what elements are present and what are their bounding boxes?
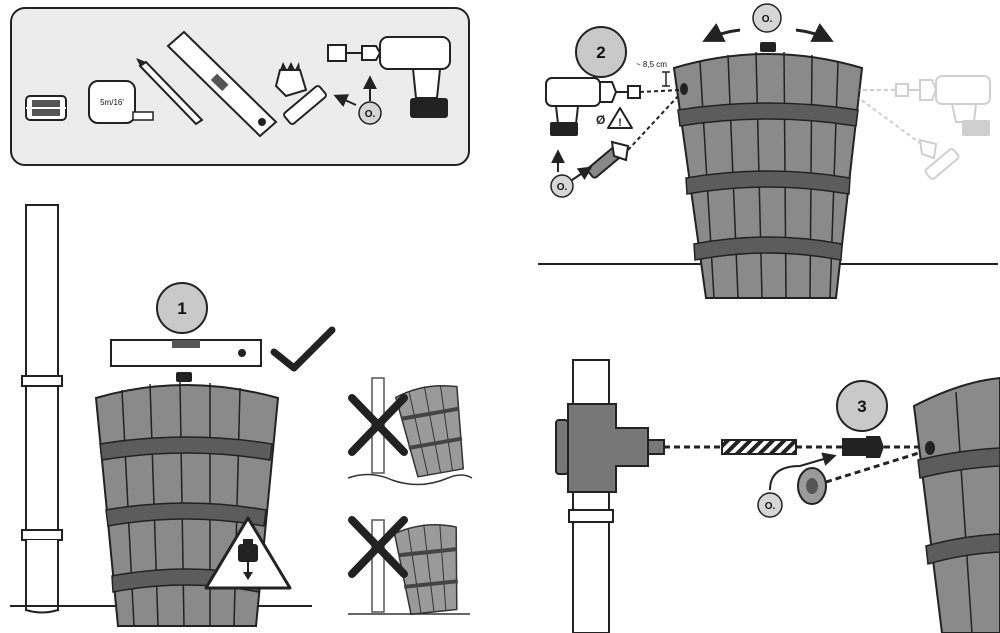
optional-badge: O.: [752, 3, 782, 33]
step-2-badge: 2: [575, 26, 627, 78]
optional-badge: O.: [757, 492, 783, 518]
svg-text:3: 3: [857, 397, 866, 416]
step-2-scene: 2 O. ~ 8,5 cm: [538, 3, 998, 299]
tools-panel: 5m/16': [10, 7, 470, 166]
warning-icon: !: [607, 107, 633, 129]
hole-saw-icon: [274, 62, 327, 125]
spirit-level-on-lid: [110, 339, 262, 367]
svg-text:O.: O.: [365, 109, 376, 120]
svg-text:!: !: [618, 117, 622, 129]
tape-measure-icon: 5m/16': [88, 80, 154, 124]
step-3-scene: 3 O.: [555, 359, 1000, 633]
svg-text:1: 1: [177, 299, 186, 318]
weight-warning-icon: [204, 516, 292, 590]
step-1-badge: 1: [156, 282, 208, 334]
drill-icon: [327, 36, 451, 118]
barrel-step-3: [912, 376, 1000, 633]
cross-icon: [348, 516, 408, 578]
svg-text:O.: O.: [557, 182, 568, 193]
faded-drill-icon: [855, 75, 991, 180]
svg-text:O.: O.: [762, 14, 773, 25]
downpipe: [21, 204, 63, 614]
drill-distance-label: ~ 8,5 cm: [636, 60, 667, 69]
step-3-badge: 3: [836, 380, 888, 432]
pencil-icon: [136, 58, 204, 126]
svg-text:2: 2: [596, 43, 605, 62]
cross-icon: [348, 394, 408, 456]
sealing-ring: [797, 450, 923, 505]
tape-measure-label: 5m/16': [100, 98, 124, 107]
barrel-step-2: [672, 42, 864, 299]
check-icon: [270, 326, 336, 372]
spirit-level-icon: [166, 30, 278, 138]
step-1-scene: 1: [10, 204, 473, 627]
hole-saw-icon: [586, 93, 681, 179]
optional-badge: O.: [550, 174, 574, 198]
connection-hose: [721, 439, 797, 455]
svg-text:O.: O.: [765, 501, 776, 512]
hose-connector: [842, 436, 884, 458]
optional-badge: O.: [358, 101, 382, 125]
tape-roll-icon: [25, 95, 67, 121]
drill-icon: [545, 77, 681, 136]
rain-diverter: [555, 359, 665, 633]
diameter-symbol: Ø: [596, 113, 605, 127]
